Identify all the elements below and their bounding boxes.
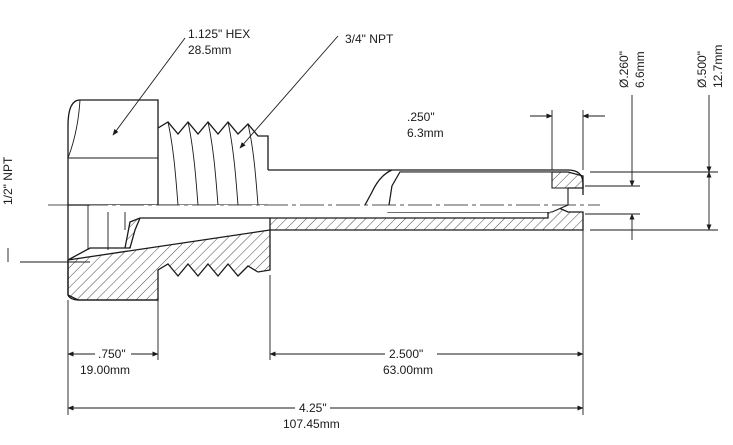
tip-dia-mm-label: 6.6mm — [633, 51, 647, 88]
total-length-label: 4.25" — [299, 401, 327, 415]
npt34-leader — [239, 35, 339, 149]
bore-length-label: .250" — [407, 110, 435, 124]
hex-head-upper — [67, 99, 159, 206]
hex-size-mm-label: 28.5mm — [188, 43, 231, 57]
npt12-label: 1/2" NPT — [1, 156, 15, 205]
bore-length-mm-label: 6.3mm — [407, 126, 444, 140]
hex-size-label: 1.125" HEX — [188, 27, 250, 41]
stem-length-label: 2.500" — [389, 347, 423, 361]
npt34-label: 3/4" NPT — [345, 32, 394, 46]
hex-length-mm-label: 19.00mm — [80, 363, 130, 377]
stem-dia-label: Ø.500" — [695, 51, 709, 88]
hex-leader — [112, 37, 186, 136]
tip-dia-label: Ø.260" — [617, 51, 631, 88]
stem-length-mm-label: 63.00mm — [383, 363, 433, 377]
total-length-mm-label: 107.45mm — [283, 417, 340, 431]
hex-length-label: .750" — [98, 347, 126, 361]
stem-dia-mm-label: 12.7mm — [711, 45, 725, 88]
npt-thread-upper — [157, 120, 269, 170]
